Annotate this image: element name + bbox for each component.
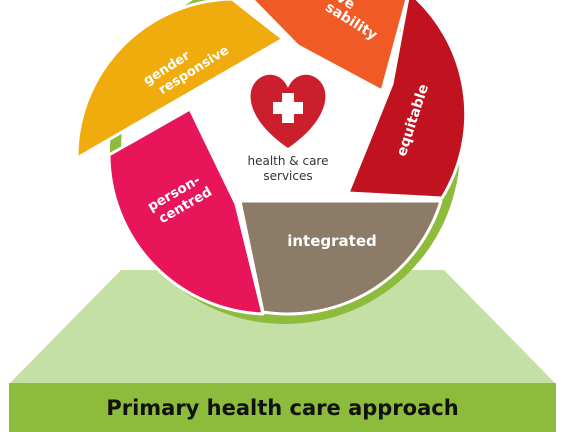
heart-plus-icon bbox=[250, 74, 326, 148]
trapezoid-base bbox=[10, 270, 555, 383]
segment-integrated bbox=[238, 199, 443, 316]
segment-gender-responsive bbox=[75, 0, 285, 160]
label-integrated: integrated bbox=[287, 232, 377, 250]
segment-equitable bbox=[346, 0, 468, 200]
pie-segments bbox=[75, 0, 468, 316]
banner: Primary health care approach bbox=[9, 383, 556, 432]
banner-title: Primary health care approach bbox=[106, 395, 459, 420]
segment-person-centred bbox=[107, 107, 265, 316]
center-label-line1: health & care bbox=[248, 154, 329, 168]
segment-partial bbox=[250, 0, 409, 93]
center-label-line2: services bbox=[263, 169, 312, 183]
